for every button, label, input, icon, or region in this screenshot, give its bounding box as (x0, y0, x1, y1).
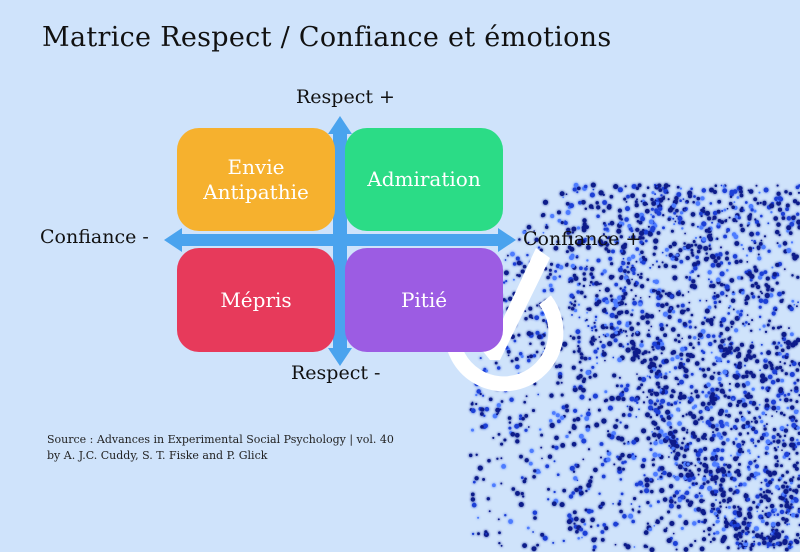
source-line-1: Source : Advances in Experimental Social… (47, 433, 394, 446)
source-citation: Source : Advances in Experimental Social… (47, 432, 394, 464)
source-line-2: by A. J.C. Cuddy, S. T. Fiske and P. Gli… (47, 448, 268, 462)
quadrant-mepris: Mépris (177, 248, 335, 352)
quadrant-envie-line2: Antipathie (203, 179, 309, 204)
quadrant-admiration: Admiration (345, 128, 503, 231)
page-title: Matrice Respect / Confiance et émotions (42, 22, 612, 53)
particle-face-illustration (468, 182, 800, 552)
quadrant-envie-line1: Envie (227, 154, 285, 179)
axis-label-respect-plus: Respect + (296, 86, 395, 108)
axis-label-confiance-plus: Confiance + (523, 228, 642, 250)
quadrant-admiration-label: Admiration (367, 167, 481, 191)
quadrant-pitie-label: Pitié (400, 287, 448, 312)
axis-label-confiance-minus: Confiance - (40, 226, 149, 248)
quadrant-mepris-label: Mépris (220, 287, 292, 312)
quadrant-envie-antipathie: Envie Antipathie (177, 128, 335, 231)
quadrant-pitie: Pitié (345, 248, 503, 352)
horizontal-axis-arrow (164, 228, 516, 252)
axis-label-respect-minus: Respect - (291, 362, 381, 384)
